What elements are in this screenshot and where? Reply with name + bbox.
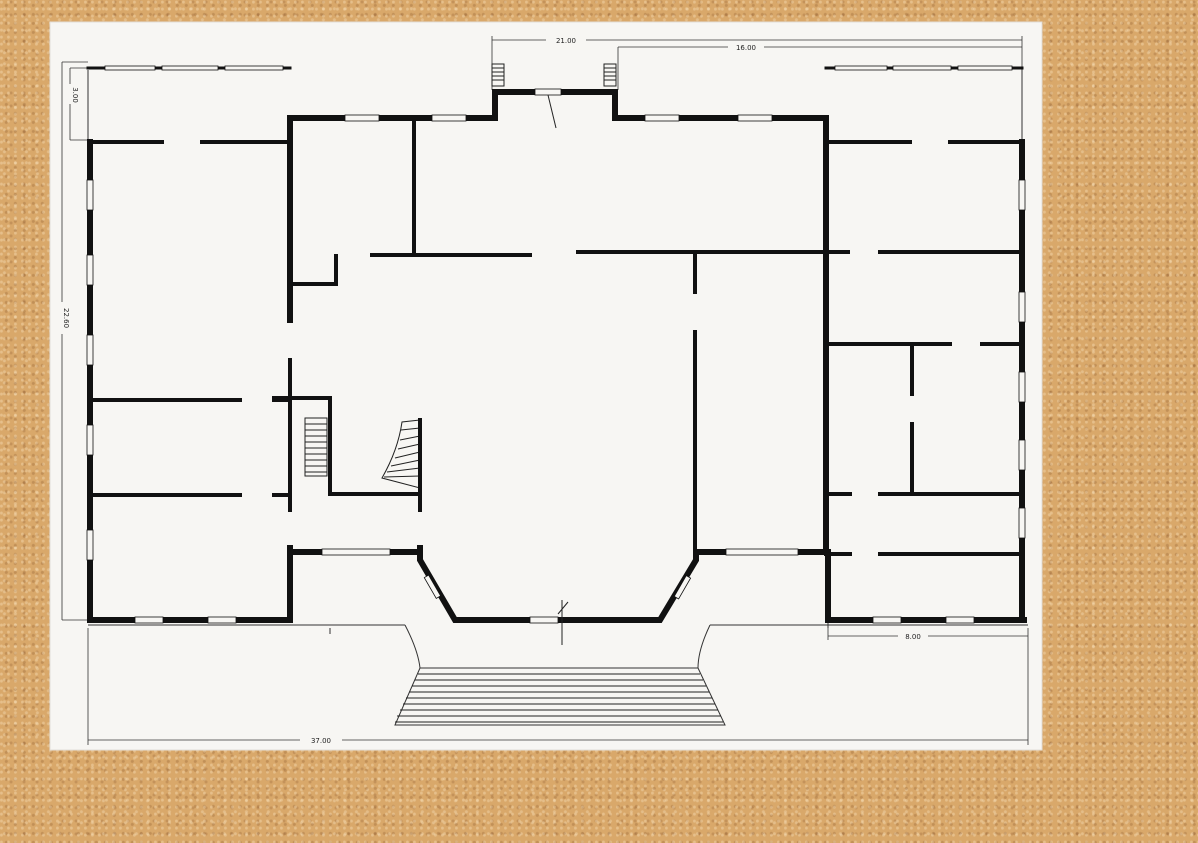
dim-overall-depth: 22.60 (62, 308, 70, 328)
dim-left-depth: 3.00 (71, 87, 79, 103)
windows (86, 65, 1026, 624)
dimension-labels: 21.00 16.00 3.00 22.60 37.00 8.00 (58, 35, 928, 745)
thin-outlines (87, 68, 1028, 726)
staircase-left (304, 417, 328, 477)
entrance-steps (395, 673, 723, 723)
dimension-lines (61, 36, 1029, 745)
dim-top-right-width: 16.00 (736, 44, 756, 52)
door-marks (547, 94, 569, 645)
dim-right-wing-width: 8.00 (905, 633, 921, 641)
staircase-curved (381, 419, 421, 489)
paper-sheet (49, 21, 1043, 751)
dim-top-width: 21.00 (556, 37, 576, 45)
dim-overall-width: 37.00 (311, 737, 331, 745)
top-steps (491, 63, 617, 87)
